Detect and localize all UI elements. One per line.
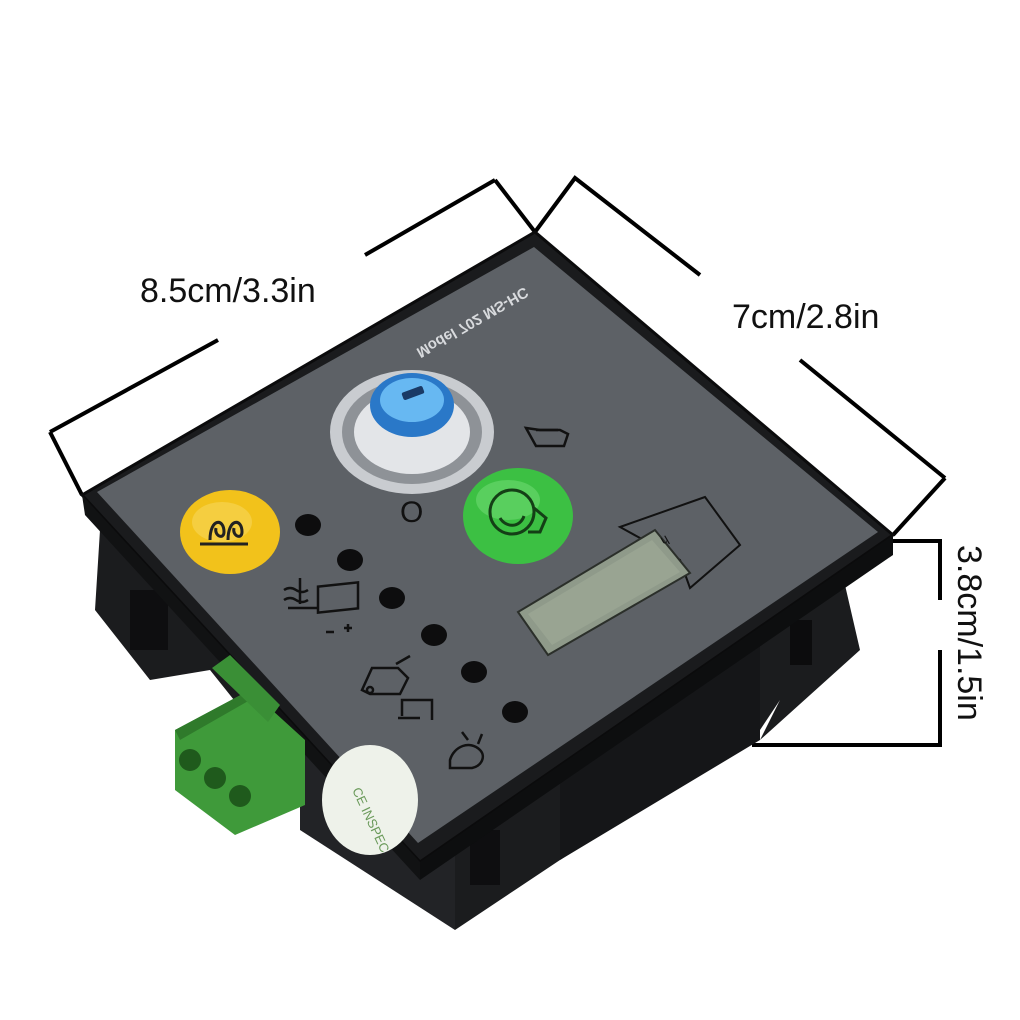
fuel-icon [398, 698, 434, 720]
key-off-position-label: O [400, 496, 423, 529]
led-indicator [461, 661, 487, 683]
depth-dimension-label: 7cm/2.8in [732, 298, 879, 336]
led-indicator [502, 701, 528, 723]
led-indicators [295, 514, 528, 723]
terminal-connector [175, 655, 305, 835]
width-dimension-label: 8.5cm/3.3in [140, 272, 316, 310]
oil-pressure-icon [360, 654, 411, 696]
led-indicator [295, 514, 321, 536]
led-indicator [379, 587, 405, 609]
height-dimension-line [752, 539, 942, 747]
manual-hand-icon [523, 426, 570, 448]
terminal-screw [179, 749, 201, 771]
bezel-right-edge [420, 535, 893, 880]
overspeed-icon [448, 731, 484, 770]
mounting-clip [790, 620, 812, 665]
coolant-temp-icon [283, 578, 318, 610]
mounting-clip [130, 590, 168, 650]
engine-start-button[interactable] [463, 468, 573, 564]
led-indicator [421, 624, 447, 646]
engine-start-icon [488, 488, 548, 536]
ce-sticker: CE INSPEC [322, 745, 418, 855]
battery-icon [316, 580, 360, 634]
depth-dimension-line [533, 175, 947, 537]
key-slot [401, 386, 425, 400]
key-switch[interactable] [330, 370, 494, 494]
width-dimension-line [48, 178, 537, 496]
preheat-coil-icon [200, 521, 248, 546]
preheat-button[interactable] [180, 490, 280, 574]
terminal-screw [204, 767, 226, 789]
led-indicator [337, 549, 363, 571]
terminal-screw [229, 785, 251, 807]
height-dimension-label: 3.8cm/1.5in [950, 545, 988, 721]
hour-meter-display: h [516, 495, 742, 657]
